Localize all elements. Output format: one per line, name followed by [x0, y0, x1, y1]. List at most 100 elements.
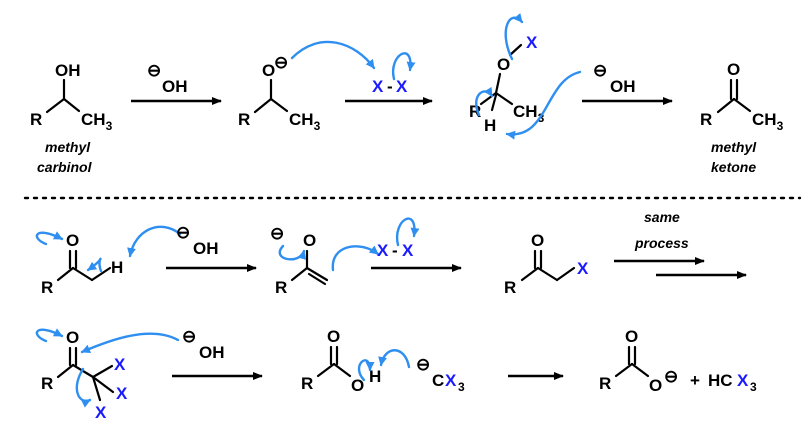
same-process-caption-1: same — [644, 209, 680, 225]
reaction-arrow-2: X - X — [345, 52, 433, 105]
carboxylate-structure: O R O ⊖ — [599, 327, 678, 395]
curved-arrow-icon — [75, 367, 92, 408]
negative-charge-icon: ⊖ — [416, 355, 430, 374]
oxygen-label: O — [66, 231, 79, 250]
curved-arrow-icon — [35, 328, 64, 343]
curved-arrow-icon — [331, 245, 380, 272]
curved-arrow-icon — [127, 225, 182, 258]
halogen-label: X — [95, 403, 107, 422]
methyl-carbinol-caption-1: methyl — [45, 139, 91, 155]
oxygen-label: O — [727, 60, 740, 79]
halogen-label: X — [396, 77, 408, 96]
reaction-arrow-1: ⊖ OH — [131, 61, 222, 105]
methyl-ketone-caption-2: ketone — [711, 159, 756, 175]
methyl-ketone-structure: O R CH3 methyl ketone — [700, 60, 784, 175]
r-group-label: R — [275, 278, 287, 297]
oxygen-label: O — [531, 231, 544, 250]
halogen-label: X — [737, 371, 749, 390]
subscript-label: 3 — [750, 380, 757, 394]
oxygen-label: O — [625, 327, 638, 346]
hydroxyl-label: OH — [55, 61, 81, 80]
reaction-arrow-7: ⊖ OH — [172, 327, 263, 380]
alpha-haloketone-structure: O R X — [504, 231, 589, 297]
oxygen-label: O — [303, 231, 316, 250]
negative-charge-icon: ⊖ — [274, 53, 288, 72]
halogen-label: X — [445, 371, 457, 390]
hydroxide-label: OH — [610, 77, 636, 96]
oxygen-label: O — [262, 61, 275, 80]
hydroxide-label: OH — [199, 343, 225, 362]
r-group-label: R — [469, 102, 481, 121]
hydroxide-label: OH — [193, 239, 219, 258]
hydroxide-charge-icon: ⊖ — [176, 223, 190, 242]
reaction-arrow-5: X - X — [371, 217, 462, 272]
methyl-label: CH3 — [81, 110, 113, 133]
curved-arrow-icon — [80, 332, 180, 354]
halogen-label: X — [114, 355, 126, 374]
bond-dash-label: - — [387, 77, 393, 96]
bond-dash-label: - — [392, 241, 398, 260]
halogen-label: X — [526, 33, 538, 52]
curved-arrow-icon — [278, 244, 307, 261]
hydrogen-label: H — [484, 116, 496, 135]
curved-arrow-icon — [378, 349, 411, 369]
hydrogen-label: H — [111, 258, 123, 277]
negative-charge-icon: ⊖ — [270, 224, 284, 243]
r-group-label: R — [504, 278, 516, 297]
reaction-arrow-6: same process — [614, 209, 747, 279]
reaction-arrow-4: ⊖ OH — [166, 223, 257, 272]
methyl-label: CH3 — [513, 102, 545, 125]
negative-charge-icon: ⊖ — [664, 367, 678, 386]
same-process-caption-2: process — [634, 235, 689, 251]
reaction-arrow-3: ⊖ OH — [582, 61, 673, 105]
trihalomethyl-anion: ⊖ C X 3 — [416, 355, 465, 394]
r-group-label: R — [700, 110, 712, 129]
oxygen-label: O — [327, 327, 340, 346]
trihaloketone-structure: O R X X X — [35, 328, 180, 422]
haloform-product: + HC X 3 — [690, 371, 757, 394]
r-group-label: R — [301, 374, 313, 393]
subscript-label: 3 — [458, 380, 465, 394]
curved-arrow-icon — [391, 52, 416, 81]
curved-arrow-icon — [357, 359, 375, 382]
halogen-label: X — [577, 259, 589, 278]
hydroxide-charge-icon: ⊖ — [182, 327, 196, 346]
ketone-alpha-h-structure: O R H — [35, 225, 182, 297]
oxygen-label: O — [649, 376, 662, 395]
r-group-label: R — [30, 110, 42, 129]
curved-arrow-icon — [35, 231, 64, 246]
r-group-label: R — [41, 278, 53, 297]
plus-label: + — [690, 371, 700, 390]
halogen-label: X — [377, 241, 389, 260]
hypohalite-structure: X O R H CH3 — [469, 12, 582, 140]
hydroxide-charge-icon: ⊖ — [147, 61, 161, 80]
halogen-label: X — [402, 241, 414, 260]
carbon-label: C — [432, 371, 444, 390]
curved-arrow-icon — [395, 217, 420, 247]
hydroxide-label: OH — [162, 77, 188, 96]
oxygen-label: O — [497, 55, 510, 74]
curved-arrow-icon — [505, 70, 582, 140]
curved-arrow-icon — [504, 12, 524, 61]
hydroxide-charge-icon: ⊖ — [593, 61, 607, 80]
curved-arrow-icon — [86, 257, 103, 273]
oxygen-label: O — [351, 376, 364, 395]
r-group-label: R — [599, 374, 611, 393]
methyl-label: CH3 — [289, 110, 321, 133]
curved-arrow-icon — [475, 86, 494, 117]
alkoxide-structure: O ⊖ R CH3 — [238, 40, 376, 133]
methyl-carbinol-caption-2: carbinol — [37, 159, 93, 175]
halogen-label: X — [116, 384, 128, 403]
methyl-label: CH3 — [752, 110, 784, 133]
r-group-label: R — [41, 374, 53, 393]
carboxylic-acid-structure: O R O H — [301, 327, 411, 395]
enolate-structure: ⊖ O R — [270, 224, 380, 297]
methyl-ketone-caption-1: methyl — [711, 139, 757, 155]
r-group-label: R — [238, 110, 250, 129]
oxygen-label: O — [66, 328, 79, 347]
halogen-label: X — [372, 77, 384, 96]
curved-arrow-icon — [290, 40, 376, 70]
methyl-carbinol-structure: OH R CH3 methyl carbinol — [30, 61, 113, 175]
haloform-carbon-label: HC — [708, 371, 733, 390]
